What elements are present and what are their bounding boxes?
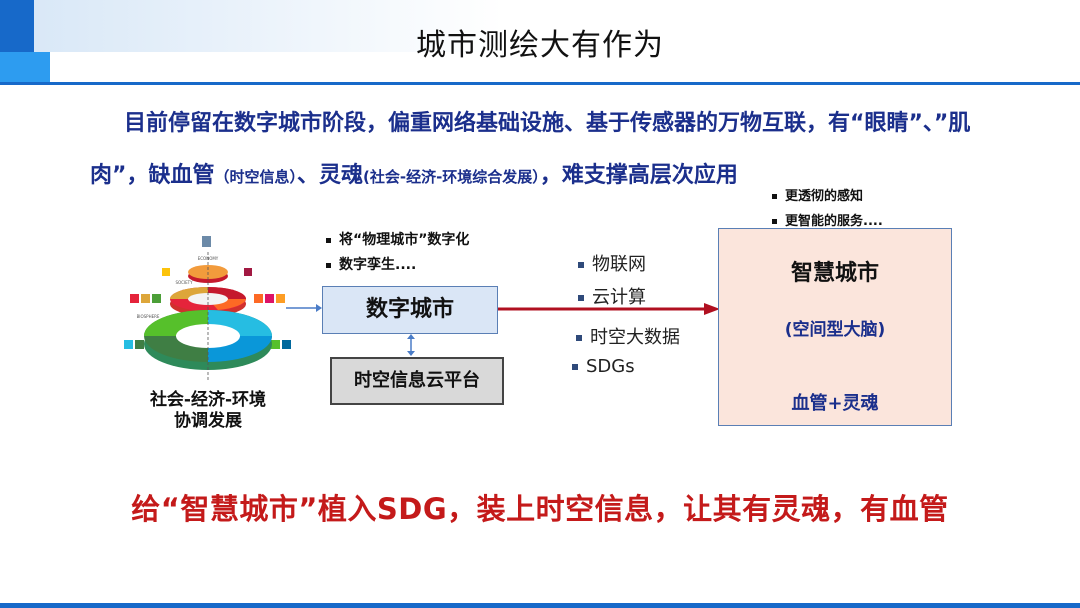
- intro-text-1: 目前停留在数字城市阶段，偏重网络基础设施、基于传感器的万物互联，有“眼睛”、”肌…: [90, 111, 971, 188]
- tech-item: 物联网: [578, 250, 646, 276]
- conclusion-statement: 给“智慧城市”植入SDG，装上时空信息，让其有灵魂，有血管: [131, 492, 949, 526]
- smart-bullet-2: 更智能的服务....: [772, 209, 883, 234]
- header-accent-block: [0, 0, 34, 52]
- sdg-top-icon: [202, 236, 211, 247]
- wheel-caption-line-1: 社会-经济-环境: [149, 390, 267, 410]
- spatiotemporal-platform-box: 时空信息云平台: [330, 357, 504, 405]
- header-accent-block-lower: [0, 52, 34, 82]
- bullet-square-icon: [578, 262, 584, 268]
- sdg-wheel-illustration: ECONOMY SOCIETY BIOSPHERE: [124, 236, 291, 382]
- footer-rule: [0, 603, 1080, 608]
- header-gradient: [34, 0, 504, 52]
- intro-note-1: （时空信息）: [214, 168, 297, 186]
- intro-text-3: ，难支撑高层次应用: [539, 163, 738, 188]
- economy-label: ECONOMY: [198, 256, 219, 261]
- digital-city-bullets: 将“物理城市”数字化 数字孪生....: [326, 228, 469, 278]
- smart-bullet-1: 更透彻的感知: [772, 184, 883, 209]
- bullet-square-icon: [772, 194, 777, 199]
- header-rule: [0, 82, 1080, 85]
- wheel-to-digital-arrow: [286, 304, 322, 312]
- wheel-caption-line-2: 协调发展: [174, 411, 242, 431]
- intro-text-2: 、灵魂: [296, 163, 363, 188]
- intro-note-2: (社会-经济-环境综合发展）: [363, 168, 540, 186]
- smart-city-title: 智慧城市: [790, 261, 879, 286]
- bullet-square-icon: [578, 295, 584, 301]
- wheel-caption: 社会-经济-环境 协调发展: [118, 390, 298, 432]
- bullet-square-icon: [572, 364, 578, 370]
- smart-city-subtitle: (空间型大脑): [784, 320, 886, 340]
- smart-city-bottom-label: 血管+灵魂: [791, 393, 879, 414]
- bullet-square-icon: [326, 237, 331, 243]
- smart-city-box: 智慧城市 (空间型大脑) 血管+灵魂: [718, 228, 952, 426]
- society-label: SOCIETY: [175, 280, 193, 285]
- tech-item: 云计算: [578, 283, 646, 309]
- bullet-square-icon: [772, 219, 777, 224]
- digital-bullet-2: 数字孪生....: [326, 253, 469, 278]
- tech-item: SDGs: [572, 356, 635, 377]
- header-accent-step: [34, 52, 50, 82]
- bullet-square-icon: [576, 335, 582, 341]
- digital-to-smart-arrow: [498, 303, 720, 315]
- slide-title: 城市测绘大有作为: [416, 28, 664, 63]
- bullet-square-icon: [326, 262, 331, 268]
- bidirectional-arrow: [407, 334, 415, 356]
- smart-city-bullets: 更透彻的感知 更智能的服务....: [772, 184, 883, 234]
- digital-bullet-1: 将“物理城市”数字化: [326, 228, 469, 253]
- digital-city-box: 数字城市: [322, 286, 498, 334]
- intro-paragraph: 目前停留在数字城市阶段，偏重网络基础设施、基于传感器的万物互联，有“眼睛”、”肌…: [90, 98, 1020, 203]
- biosphere-label: BIOSPHERE: [137, 314, 160, 319]
- tech-item: 时空大数据: [576, 323, 680, 349]
- sdg-tiles-left: [124, 268, 170, 349]
